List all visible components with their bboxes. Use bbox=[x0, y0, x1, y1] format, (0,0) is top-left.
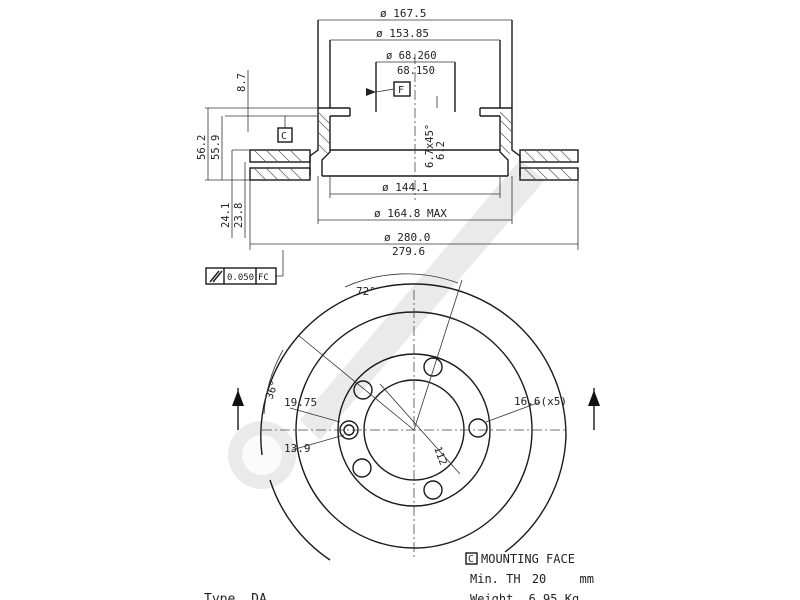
type-value: DA bbox=[251, 592, 267, 600]
dim-164: ø 164.8 MAX bbox=[374, 207, 447, 220]
dim-13-9: 13.9 bbox=[284, 442, 311, 455]
tolerance-value: 0.050 bbox=[227, 273, 254, 283]
dim-pcd: 112 bbox=[431, 445, 449, 467]
type-line: Type DA bbox=[204, 592, 267, 600]
mounting-face-tag: C bbox=[468, 554, 474, 565]
angle-36: 36° bbox=[264, 379, 282, 401]
dim-holes: 16.6(x5) bbox=[514, 395, 567, 408]
notes-block bbox=[465, 552, 478, 565]
dim-chamfer-b: 6.2 bbox=[435, 141, 447, 160]
type-label: Type bbox=[204, 592, 235, 600]
min-th-value: 20 bbox=[532, 572, 546, 586]
section-arrow-icon bbox=[232, 388, 600, 430]
dim-disc: ø 280.0 bbox=[384, 231, 430, 244]
dim-outer-hat: ø 167.5 bbox=[380, 7, 426, 20]
min-thickness-line: Min. TH 20 mm bbox=[470, 572, 594, 586]
dim-disc-min: 279.6 bbox=[392, 245, 425, 258]
parallelism-icon bbox=[209, 270, 223, 283]
dim-19-75: 19.75 bbox=[284, 396, 317, 409]
section-view bbox=[205, 19, 579, 285]
weight-unit: Kg bbox=[565, 592, 579, 600]
dim-height-max: 56.2 bbox=[196, 135, 208, 160]
dim-thick-max: 24.1 bbox=[220, 203, 232, 228]
tolerance-datum: FC bbox=[258, 273, 269, 283]
weight-value: 6.95 bbox=[529, 592, 558, 600]
min-th-label: Min. TH bbox=[470, 572, 521, 586]
weight-line: Weight 6.95 Kg bbox=[470, 592, 579, 600]
mounting-face-label: MOUNTING FACE bbox=[481, 552, 575, 566]
weight-label: Weight bbox=[470, 592, 513, 600]
dim-chamfer: 6.7x45° bbox=[424, 124, 436, 168]
dim-hat-inner: ø 153.85 bbox=[376, 27, 429, 40]
dim-height-min: 55.9 bbox=[210, 135, 222, 160]
dim-144: ø 144.1 bbox=[382, 181, 428, 194]
min-th-unit: mm bbox=[580, 572, 594, 586]
datum-c-label: C bbox=[281, 131, 287, 142]
dim-center-max: ø 68.260 bbox=[386, 50, 437, 62]
angle-72: 72° bbox=[356, 285, 376, 298]
dim-thick-min: 23.8 bbox=[233, 203, 245, 228]
front-view bbox=[260, 273, 567, 561]
datum-f-label: F bbox=[398, 85, 404, 96]
dim-center-min: 68.150 bbox=[397, 65, 435, 77]
dim-hat-thickness: 8.7 bbox=[236, 73, 248, 92]
